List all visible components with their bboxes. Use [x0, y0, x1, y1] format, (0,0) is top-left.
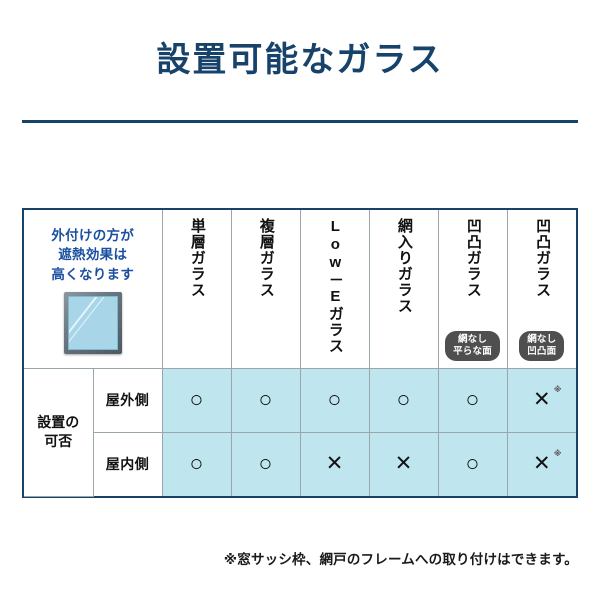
- cell-outdoor-outotsu-flat: ○: [437, 367, 508, 433]
- promo-line-2: 遮熱効果は: [58, 247, 128, 263]
- footnote-text: ※窓サッシ枠、網戸のフレームへの取り付けはできます。: [223, 552, 578, 567]
- cell-outdoor-tanso: ○: [161, 367, 232, 433]
- row-group-label: 設置の 可否: [24, 367, 94, 497]
- row-group-label-line-1: 設置の: [37, 414, 80, 431]
- cell-indoor-amiiri: ✕: [368, 431, 439, 496]
- cell-outdoor-fukuso: ○: [230, 367, 301, 433]
- column-header-label: Low－Eガラス: [326, 217, 344, 354]
- compatibility-table: 外付けの方が 遮熱効果は 高くなります 単層ガラス 複層ガラス: [24, 210, 576, 497]
- badge-line-2: 平らな面: [453, 345, 492, 357]
- mark-cross: ✕: [394, 452, 413, 476]
- cell-outdoor-amiiri: ○: [368, 367, 439, 433]
- row-group-label-line-2: 可否: [44, 433, 73, 449]
- compatibility-table-container: 外付けの方が 遮熱効果は 高くなります 単層ガラス 複層ガラス: [22, 208, 578, 498]
- mark-circle: ○: [258, 450, 273, 477]
- column-header-label: 凹凸ガラス: [464, 217, 482, 298]
- window-frame-icon: [63, 291, 122, 354]
- mark-cross: ✕※: [532, 450, 562, 476]
- cell-indoor-tanso: ○: [161, 431, 232, 496]
- title-divider: [22, 120, 578, 123]
- page-title: 設置可能なガラス: [156, 41, 444, 79]
- column-header-label: 網入りガラス: [395, 217, 413, 314]
- mark-circle: ○: [327, 386, 342, 412]
- row-label-indoor: 屋内側: [93, 431, 163, 496]
- window-glass-panel-figure: [26, 291, 160, 354]
- badge-line-1: 網なし: [457, 334, 488, 345]
- footnote-marker: ※: [553, 449, 562, 459]
- column-header-outotsu-glass-flat: 凹凸ガラス 網なし 平らな面: [437, 210, 508, 369]
- cell-indoor-fukuso: ○: [230, 431, 301, 496]
- cell-indoor-low-e: ✕: [299, 431, 370, 496]
- badge-line-2: 凹凸面: [527, 345, 557, 357]
- mark-circle: ○: [465, 386, 480, 412]
- column-header-low-e-glass: Low－Eガラス: [299, 210, 370, 369]
- column-header-label: 複層ガラス: [257, 217, 275, 298]
- mark-glyph: ✕: [532, 452, 551, 476]
- badge-line-1: 網なし: [527, 334, 557, 345]
- promo-text: 外付けの方が 遮熱効果は 高くなります: [26, 226, 160, 285]
- glass-pane-icon: [67, 295, 118, 350]
- column-header-badge: 網なし 凹凸面: [519, 331, 565, 361]
- promo-line-1: 外付けの方が: [51, 227, 135, 243]
- footnote-marker: ※: [553, 385, 562, 394]
- table-row: 設置の 可否 屋外側 ○ ○ ○ ○ ○ ✕※: [24, 367, 576, 497]
- table-header-row: 外付けの方が 遮熱効果は 高くなります 単層ガラス 複層ガラス: [24, 210, 576, 369]
- promo-header-cell: 外付けの方が 遮熱効果は 高くなります: [24, 210, 163, 369]
- column-header-amiiri-glass: 網入りガラス: [368, 210, 439, 369]
- table-row: 屋内側 ○ ○ ✕ ✕ ○ ✕※: [24, 431, 576, 496]
- title-area: 設置可能なガラス: [0, 0, 600, 120]
- column-header-tanso-glass: 単層ガラス: [161, 210, 232, 369]
- column-header-fukuso-glass: 複層ガラス: [230, 210, 301, 369]
- cell-outdoor-outotsu-textured: ✕※: [506, 367, 576, 433]
- mark-glyph: ✕: [532, 388, 551, 411]
- cell-indoor-outotsu-flat: ○: [437, 431, 508, 496]
- mark-circle: ○: [465, 450, 480, 477]
- column-header-outotsu-glass-textured: 凹凸ガラス 網なし 凹凸面: [506, 210, 576, 369]
- cell-outdoor-low-e: ○: [299, 367, 370, 433]
- mark-cross: ✕: [325, 452, 344, 476]
- column-header-badge: 網なし 平らな面: [445, 331, 500, 361]
- column-header-label: 凹凸ガラス: [534, 217, 552, 298]
- row-label-outdoor: 屋外側: [92, 367, 163, 433]
- mark-circle: ○: [189, 386, 204, 412]
- mark-circle: ○: [189, 450, 204, 477]
- mark-cross: ✕※: [532, 386, 562, 411]
- column-header-label: 単層ガラス: [188, 217, 206, 298]
- promo-line-3: 高くなります: [51, 267, 135, 283]
- mark-circle: ○: [258, 386, 273, 412]
- cell-indoor-outotsu-textured: ✕※: [506, 431, 576, 496]
- mark-circle: ○: [396, 386, 411, 412]
